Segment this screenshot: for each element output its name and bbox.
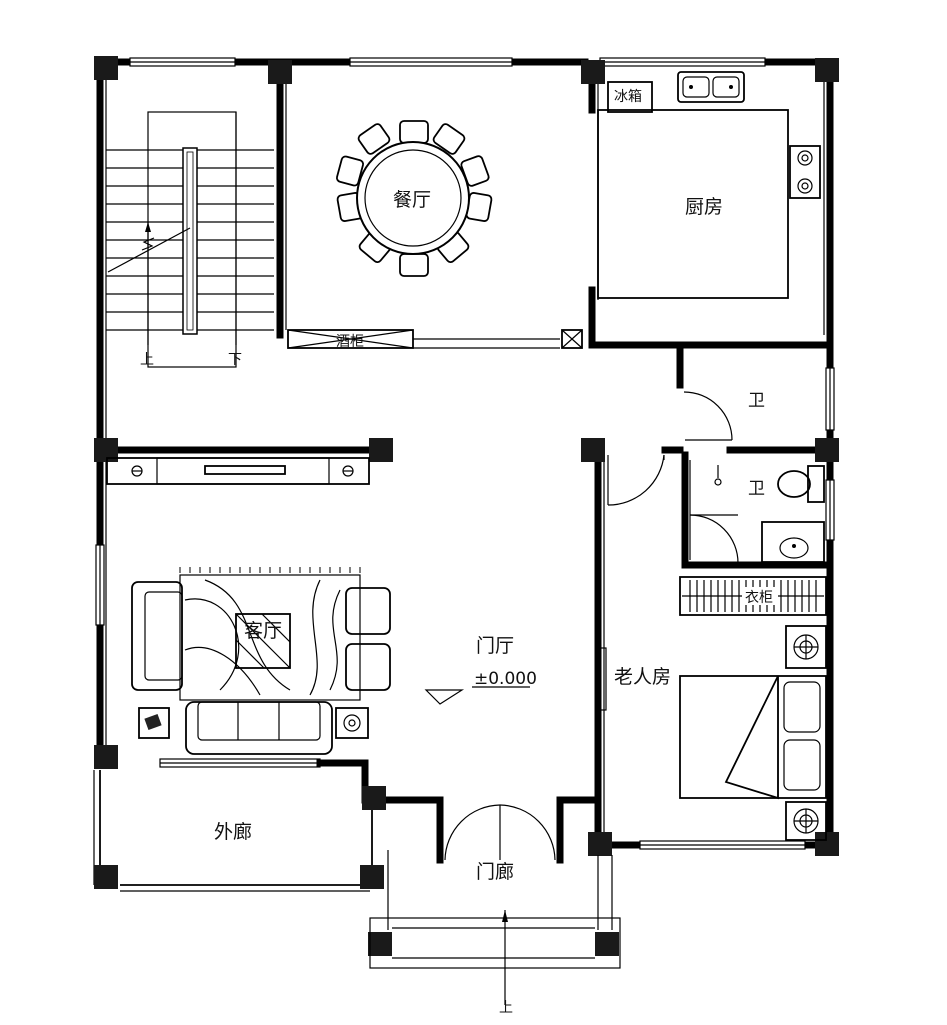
exterior-walls — [96, 58, 834, 849]
stair-down-label: 下 — [228, 352, 242, 368]
porch: 门廊 上 — [369, 850, 621, 1016]
entrance-door — [444, 804, 556, 861]
elevation-label: ±0.000 — [474, 669, 537, 689]
dining-table: 餐厅 — [336, 120, 493, 277]
structural-columns — [94, 56, 839, 956]
dining-label: 餐厅 — [393, 189, 431, 211]
living-room-label: 客厅 — [244, 620, 282, 642]
porch-label: 门廊 — [476, 861, 514, 883]
living-room-furniture: 客厅 — [131, 567, 391, 755]
bath-door-swing — [607, 454, 665, 506]
wine-cabinet: 酒柜 — [287, 329, 583, 350]
windows-top — [95, 57, 835, 850]
kitchen-counter: 冰箱 厨房 — [597, 71, 821, 299]
veranda: 外廊 — [214, 821, 252, 843]
stair-up-label: 上 — [140, 352, 154, 368]
fridge-label: 冰箱 — [614, 89, 642, 105]
tv-cabinet — [106, 457, 370, 485]
elder-room-label: 老人房 — [614, 666, 671, 688]
kitchen-label: 厨房 — [685, 196, 723, 218]
elder-room: 衣柜 老人房 — [599, 576, 827, 841]
staircase: 上 下 — [106, 111, 274, 368]
bathroom-upper: 卫 — [683, 391, 765, 441]
interior-walls — [93, 68, 834, 892]
bathroom-upper-label: 卫 — [748, 391, 765, 411]
entrance-up-label: 上 — [499, 1000, 513, 1016]
wardrobe-label: 衣柜 — [745, 590, 773, 606]
bathroom-lower: 卫 — [689, 465, 825, 564]
wine-cabinet-label: 酒柜 — [336, 334, 364, 350]
foyer: 门厅 ±0.000 — [424, 635, 537, 705]
foyer-label: 门厅 — [476, 635, 514, 657]
veranda-label: 外廊 — [214, 821, 252, 843]
bathroom-lower-label: 卫 — [748, 479, 765, 499]
